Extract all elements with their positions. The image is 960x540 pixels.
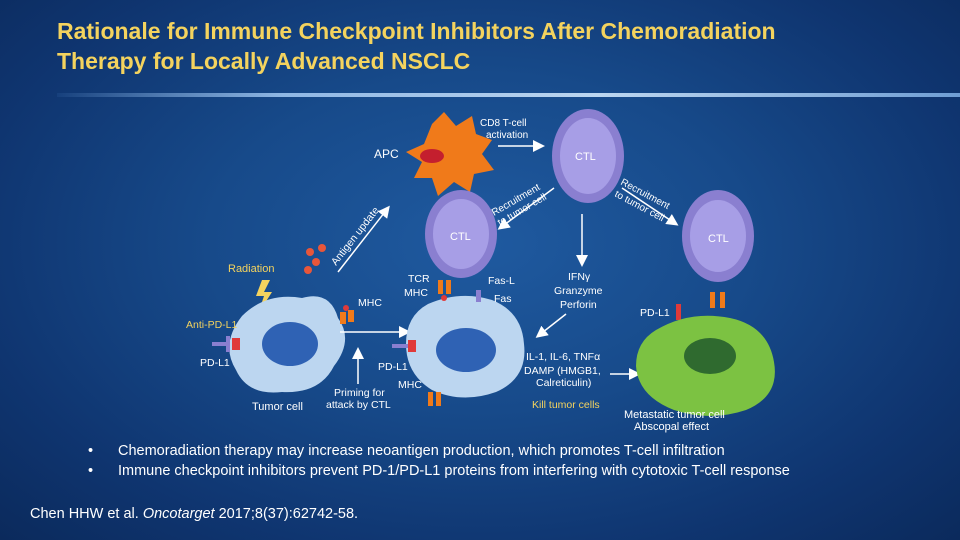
tcr-receptor [438, 280, 443, 294]
pd-l1-receptor-right [676, 304, 681, 320]
bullet-text: Immune checkpoint inhibitors prevent PD-… [118, 463, 790, 479]
fas-l-label: Fas-L [488, 275, 515, 287]
antigen-update-arrow [337, 205, 390, 273]
apc-cell [406, 112, 494, 196]
kill-arrow [535, 313, 567, 338]
recruitment-arrow-right [621, 187, 679, 226]
citation-journal: Oncotarget [142, 506, 215, 522]
ctl-label-middle: CTL [450, 231, 471, 243]
recruitment-arrow-left [497, 187, 555, 230]
pd-l1-receptor-middle [408, 340, 416, 352]
tumor-cell-label: Tumor cell [252, 401, 303, 413]
title-divider [57, 93, 960, 97]
ctl-label-right: CTL [708, 233, 729, 245]
mhc-label-bottom: MHC [398, 379, 422, 391]
ifng-label: IFNγ [568, 271, 591, 283]
tcr-receptor-right [710, 292, 715, 308]
pd-l1-label-left: PD-L1 [200, 357, 230, 369]
antigen-dot [312, 258, 320, 266]
mhc-receptor-bottom-2 [436, 392, 441, 406]
ctl-cell-top-inner [560, 118, 616, 194]
bullet-list: • Chemoradiation therapy may increase ne… [86, 441, 926, 481]
anti-pd-l1-label: Anti-PD-L1 [186, 319, 238, 331]
citation-details: 2017;8(37):62742-58. [218, 506, 359, 522]
ctl-cell-right-inner [690, 200, 746, 272]
mhc-label-left: MHC [358, 297, 382, 309]
citation: Chen HHW et al. Oncotarget 2017;8(37):62… [30, 506, 358, 522]
antigen-dot [318, 244, 326, 252]
mhc-receptor-left-2 [348, 310, 354, 322]
antigen-dot [306, 248, 314, 256]
metastatic-label-2: Abscopal effect [634, 421, 709, 433]
granzyme-label: Granzyme [554, 285, 603, 297]
mhc-receptor-bottom [428, 392, 433, 406]
antigen-update-label: Antigen update [329, 205, 382, 268]
priming-label-2: attack by CTL [326, 399, 391, 411]
tumor-nucleus-left [262, 322, 318, 366]
metastatic-label-1: Metastatic tumor cell [624, 409, 725, 421]
apc-nucleus [420, 149, 444, 163]
bullet-item: • Immune checkpoint inhibitors prevent P… [86, 461, 926, 481]
immune-mechanism-diagram: APC CD8 T-cell activation CTL CTL CTL Re… [186, 109, 775, 433]
cd8-activation-label-1: CD8 T-cell [480, 118, 527, 129]
fas-receptor [476, 290, 481, 302]
cd8-activation-label-2: activation [486, 130, 528, 141]
antigen-dot [343, 305, 349, 311]
perforin-label: Perforin [560, 299, 597, 311]
priming-label-1: Priming for [334, 387, 385, 399]
bullet-item: • Chemoradiation therapy may increase ne… [86, 441, 926, 461]
kill-tumor-cells-label: Kill tumor cells [532, 399, 600, 411]
bullet-marker: • [88, 463, 94, 479]
pd-l1-receptor-left [232, 338, 240, 350]
metastatic-nucleus [684, 338, 736, 374]
bullet-text: Chemoradiation therapy may increase neoa… [118, 443, 725, 459]
bullet-marker: • [88, 443, 94, 459]
title-line-1: Rationale for Immune Checkpoint Inhibito… [57, 18, 776, 44]
pd-l1-label-middle: PD-L1 [378, 361, 408, 373]
ctl-label-top: CTL [575, 151, 596, 163]
slide-title: Rationale for Immune Checkpoint Inhibito… [57, 16, 917, 76]
radiation-label: Radiation [228, 263, 274, 275]
cytokines-label-3: Calreticulin) [536, 377, 591, 389]
lightning-icon [256, 280, 272, 314]
fas-label: Fas [494, 293, 512, 305]
tumor-nucleus-middle [436, 328, 496, 372]
anti-pd-l1-icon-middle [392, 344, 408, 348]
tcr-label: TCR [408, 273, 430, 285]
antigen-dot [304, 266, 312, 274]
mhc-receptor-left [340, 312, 346, 324]
antigen-dot [441, 295, 447, 301]
tcr-receptor-2 [446, 280, 451, 294]
apc-label: APC [374, 147, 399, 161]
tcr-receptor-right-2 [720, 292, 725, 308]
pd-l1-label-right: PD-L1 [640, 307, 670, 319]
cytokines-label-2: DAMP (HMGB1, [524, 365, 601, 377]
citation-authors: Chen HHW et al. [30, 506, 139, 522]
cytokines-label-1: IL-1, IL-6, TNFα [526, 351, 600, 363]
title-line-2: Therapy for Locally Advanced NSCLC [57, 48, 471, 74]
anti-pd-l1-icon [212, 342, 230, 346]
ctl-cell-middle-inner [433, 199, 489, 269]
mhc-label-middle: MHC [404, 287, 428, 299]
anti-pd-l1-icon-bar [226, 336, 230, 352]
